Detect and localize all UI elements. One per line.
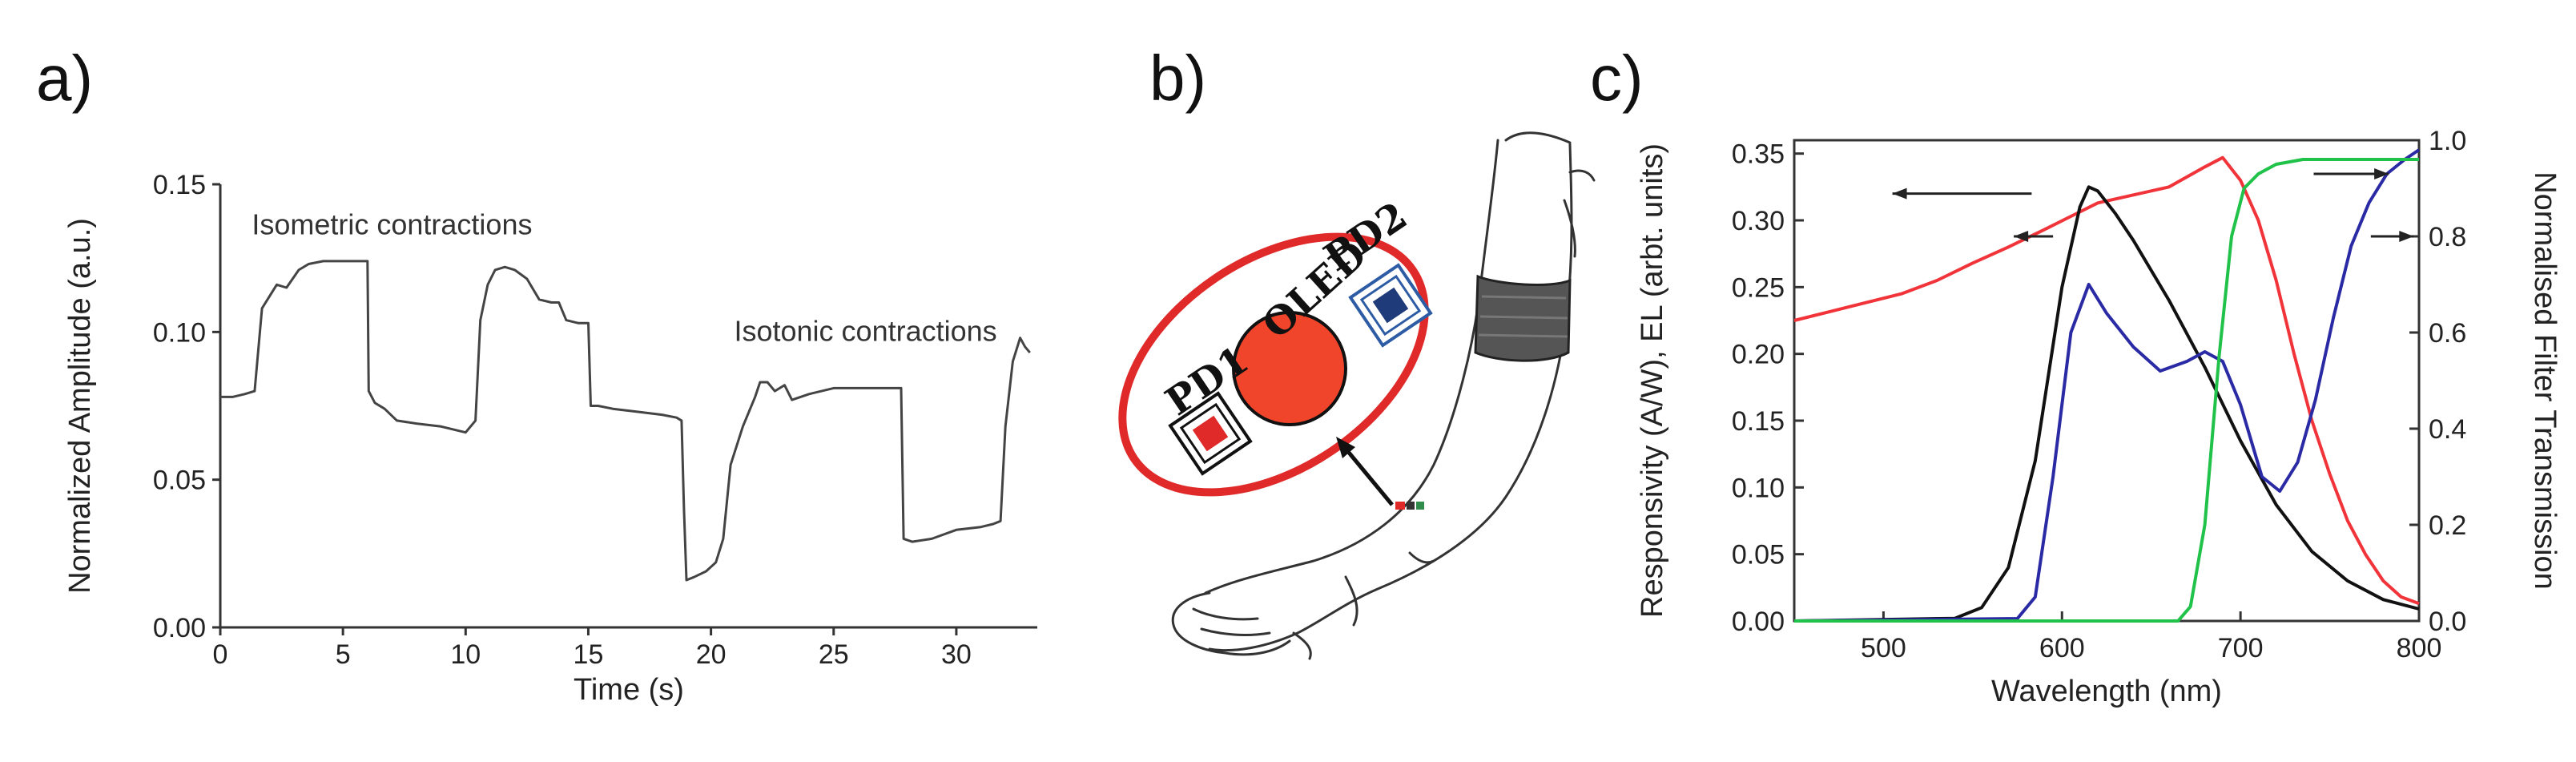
x-tick-label: 15 — [574, 639, 604, 670]
y-tick-label: 0.05 — [1732, 540, 1785, 570]
diagram-b-arm-sensor: OLED PD1 PD2 — [1118, 131, 1596, 660]
y-tick-label: 0.00 — [1732, 607, 1785, 637]
y2-tick-label: 1.0 — [2429, 126, 2466, 156]
x-tick-label: 800 — [2397, 633, 2442, 663]
spectrum-series-line-3 — [1794, 158, 2419, 623]
photodiode-pd1 — [1168, 391, 1253, 476]
y-tick-label: 0.15 — [1732, 406, 1785, 437]
y-axis-title: Normalized Amplitude (a.u.) — [63, 218, 97, 594]
chart-annotation: Isotonic contractions — [734, 314, 996, 347]
axis-pointer-arrowhead — [1892, 187, 1907, 200]
spectrum-series-line-2 — [1793, 148, 2421, 623]
panel-label-c: c) — [1590, 42, 1644, 114]
y2-tick-label: 0.8 — [2429, 222, 2466, 252]
arm-outline — [1171, 131, 1596, 660]
arm-sensor-icon — [1395, 502, 1424, 510]
panel-label-a: a) — [36, 42, 93, 114]
zoom-arrow — [1336, 437, 1394, 506]
arm-band — [1474, 274, 1572, 362]
x-tick-label: 0 — [213, 639, 228, 670]
x-tick-label: 25 — [819, 639, 849, 670]
oled-emitter — [1232, 311, 1347, 426]
y-tick-label: 0.05 — [153, 466, 206, 496]
panel-label-b: b) — [1149, 42, 1206, 114]
y2-axis-title: Normalised Filter Transmission — [2528, 171, 2562, 590]
y-tick-label: 0.30 — [1732, 206, 1785, 236]
x-tick-label: 700 — [2218, 633, 2264, 663]
axis-pointer-arrowhead — [2374, 168, 2389, 179]
y2-tick-label: 0.2 — [2429, 510, 2466, 541]
x-tick-label: 600 — [2039, 633, 2085, 663]
x-tick-label: 5 — [336, 639, 351, 670]
photodiode-pd2 — [1348, 263, 1433, 348]
chart-c-spectra: 500 600 700 800 0.00 0.05 0.10 0.15 0.20 0.25 0.30… — [1636, 126, 2562, 708]
spectrum-series-line-0 — [1793, 155, 2420, 606]
y-tick-label: 0.10 — [153, 317, 206, 348]
x-tick-label: 500 — [1861, 633, 1906, 663]
x-tick-label: 20 — [696, 639, 727, 670]
y2-tick-label: 0.6 — [2429, 318, 2466, 349]
y2-tick-label: 0.0 — [2429, 607, 2466, 637]
chart-annotation: Isometric contractions — [252, 208, 532, 241]
axis-pointer-arrowhead — [2399, 231, 2414, 242]
y2-tick-label: 0.4 — [2429, 414, 2466, 445]
y-axis-title: Responsivity (A/W), EL (arbt. units) — [1636, 143, 1669, 618]
plot-frame — [1793, 139, 2421, 623]
y-tick-label: 0.20 — [1732, 340, 1785, 370]
axis-pointer-arrowhead — [2014, 231, 2029, 242]
x-axis-title: Wavelength (nm) — [1991, 675, 2222, 708]
y-tick-label: 0.00 — [153, 613, 206, 643]
y-tick-label: 0.10 — [1732, 473, 1785, 503]
y-tick-label: 0.25 — [1732, 272, 1785, 303]
spectrum-series-line-1 — [1793, 185, 2420, 623]
x-tick-label: 30 — [941, 639, 972, 670]
x-axis-title: Time (s) — [574, 673, 684, 707]
y-tick-label: 0.35 — [1732, 139, 1785, 170]
amplitude-series-line — [220, 260, 1031, 582]
y-tick-label: 0.15 — [153, 170, 206, 200]
x-tick-label: 10 — [450, 639, 481, 670]
